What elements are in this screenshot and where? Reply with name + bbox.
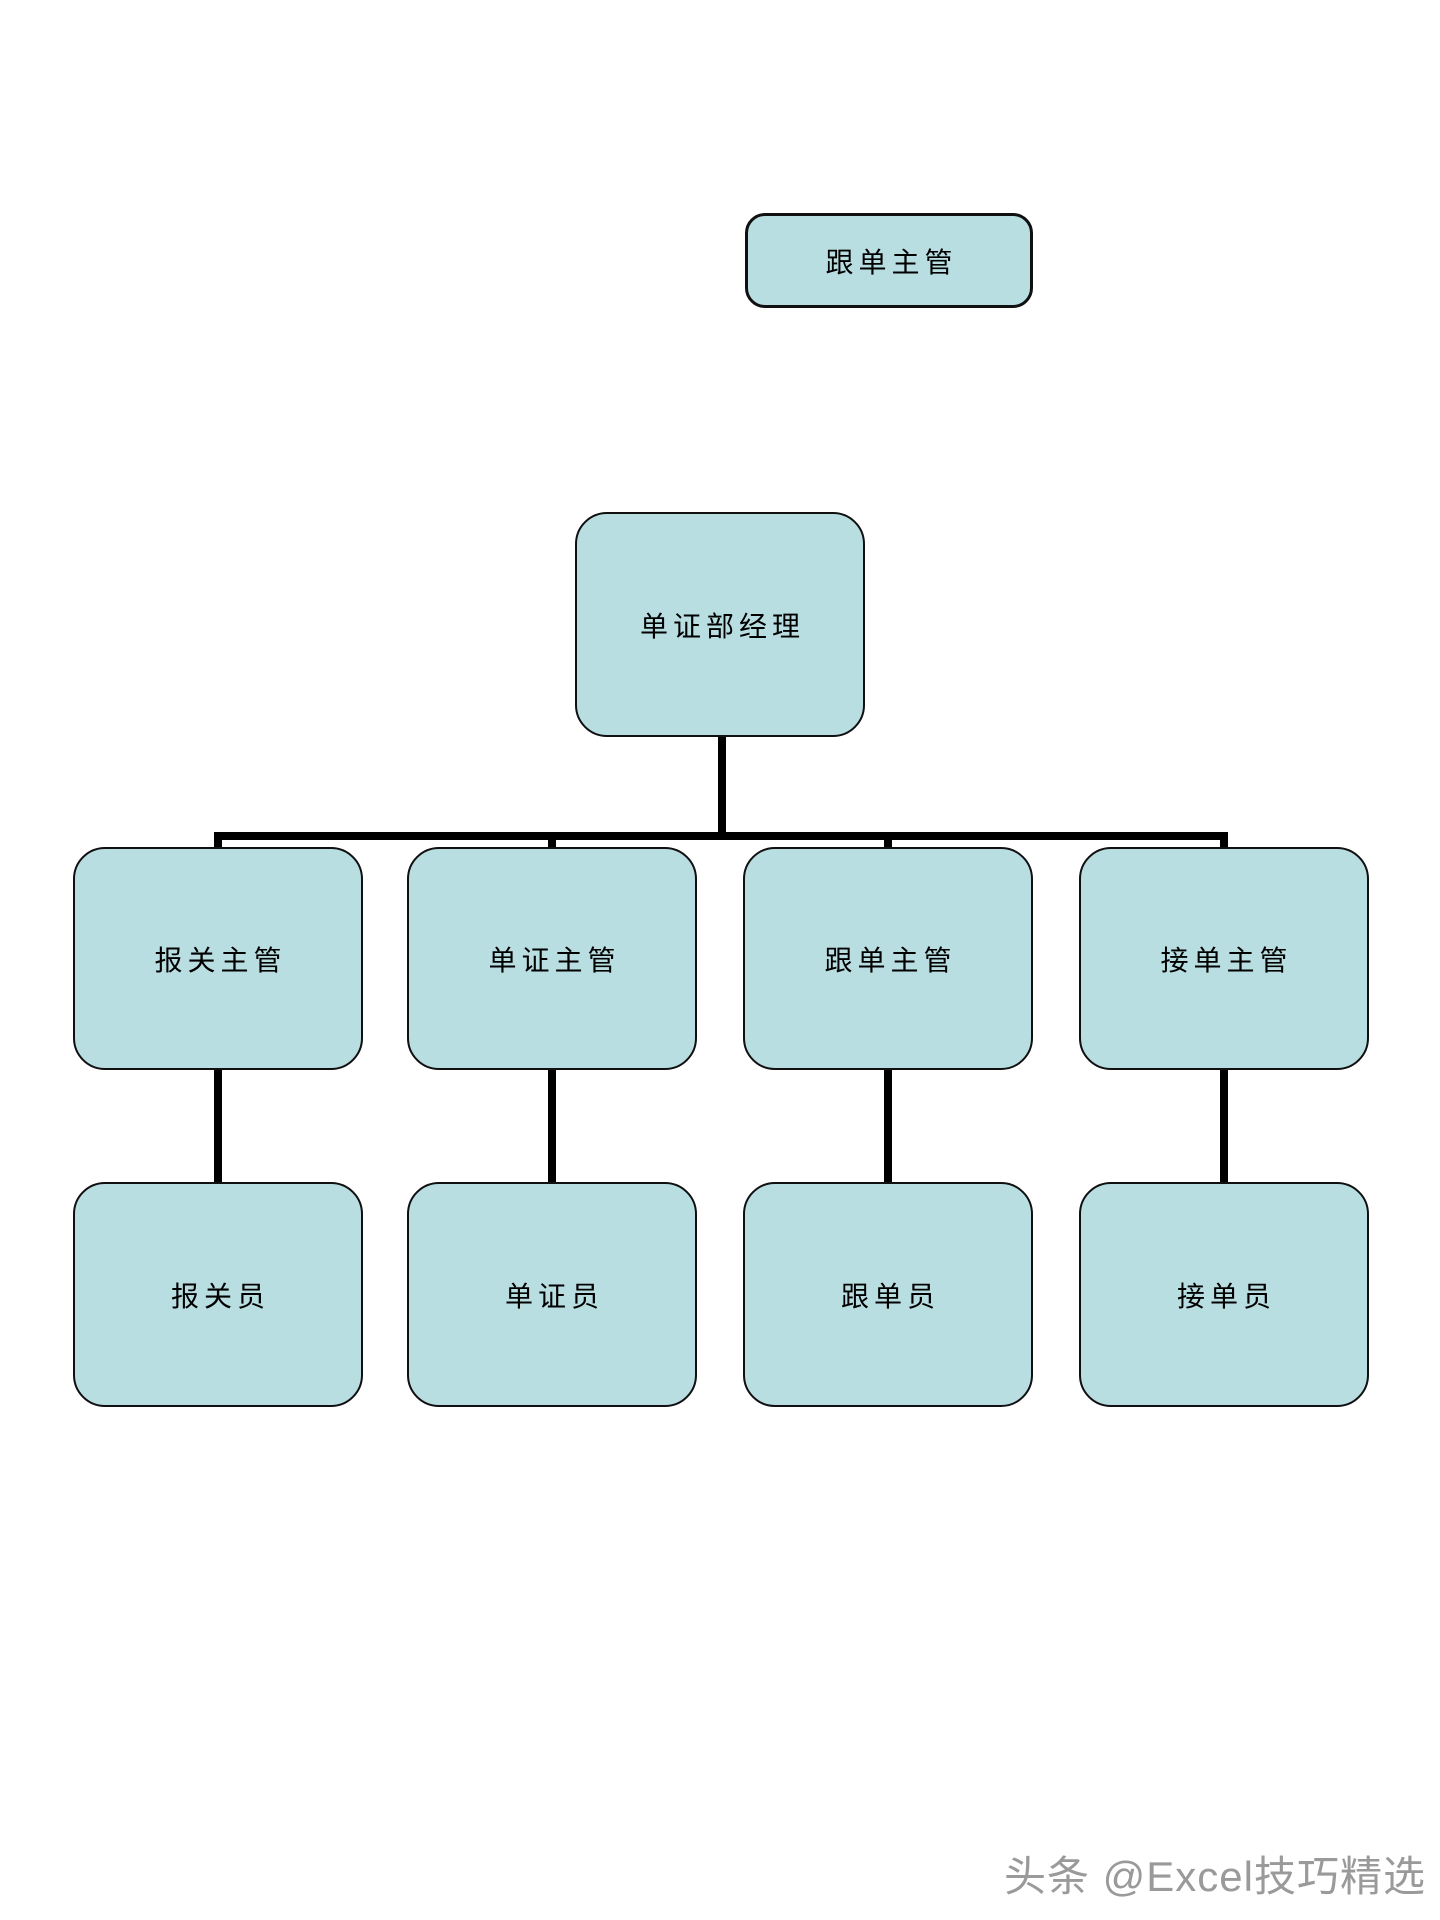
node-level3-documents-clerk: 单证员 bbox=[407, 1182, 697, 1407]
toutiao-watermark: 头条 @Excel技巧精选 bbox=[1003, 1853, 1426, 1900]
connector-horizontal-bus bbox=[214, 832, 1228, 840]
node-top-floating: 跟单主管 bbox=[745, 213, 1033, 308]
connector-branch-4 bbox=[1220, 838, 1228, 852]
connector-branch-3 bbox=[884, 838, 892, 852]
connector-drop-1 bbox=[214, 1064, 222, 1188]
connector-drop-4 bbox=[1220, 1064, 1228, 1188]
node-level2-customs-supervisor: 报关主管 bbox=[73, 847, 363, 1070]
node-level3-merchandising-clerk: 跟单员 bbox=[743, 1182, 1033, 1407]
connector-drop-3 bbox=[884, 1064, 892, 1188]
node-level2-documents-supervisor: 单证主管 bbox=[407, 847, 697, 1070]
node-level2-merchandising-supervisor: 跟单主管 bbox=[743, 847, 1033, 1070]
node-level3-order-taking-clerk: 接单员 bbox=[1079, 1182, 1369, 1407]
node-level3-customs-clerk: 报关员 bbox=[73, 1182, 363, 1407]
node-level2-order-taking-supervisor: 接单主管 bbox=[1079, 847, 1369, 1070]
connector-drop-2 bbox=[548, 1064, 556, 1188]
connector-branch-1 bbox=[214, 838, 222, 852]
connector-branch-2 bbox=[548, 838, 556, 852]
connector-root-stem bbox=[718, 732, 726, 836]
node-root-manager: 单证部经理 bbox=[575, 512, 865, 737]
